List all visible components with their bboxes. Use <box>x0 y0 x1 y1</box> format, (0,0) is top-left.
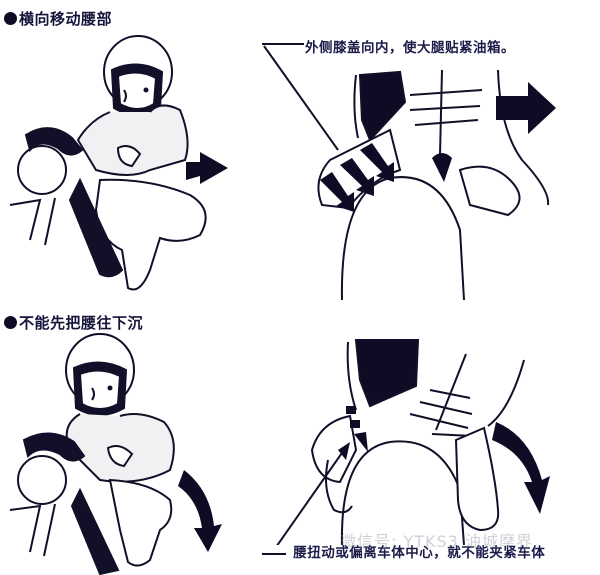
rider-figure-icon <box>9 35 228 291</box>
arrow-right-icon <box>186 152 228 184</box>
bottom-heading-text: 不能先把腰往下沉 <box>19 314 144 332</box>
bullet-icon <box>4 12 17 25</box>
arrow-down-icon <box>178 470 222 552</box>
top-heading-text: 横向移动腰部 <box>19 10 113 28</box>
bullet-icon <box>4 316 17 329</box>
bottom-callout-text: 腰扭动或偏离车体中心，就不能夹紧车体 <box>293 545 546 561</box>
knee-tank-illustration-top <box>260 30 600 300</box>
rider-figure-icon <box>9 333 222 575</box>
top-callout-text: 外侧膝盖向内，使大腿贴紧油箱。 <box>305 40 515 56</box>
top-heading: 横向移动腰部 <box>4 8 112 29</box>
knee-tank-figure-icon <box>276 339 550 545</box>
arrow-right-icon <box>496 82 556 134</box>
arrow-curve-down-icon <box>492 422 550 514</box>
press-arrows-icon <box>320 143 452 212</box>
knee-tank-illustration-bottom <box>260 330 600 545</box>
rider-illustration-bottom <box>0 330 240 575</box>
dashed-arrow-down-icon <box>338 406 368 460</box>
watermark: 微信号: YTKS3 油城摩界 <box>340 528 533 552</box>
watermark-text: 微信号: YTKS3 油城摩界 <box>340 532 533 551</box>
leader-line <box>262 552 286 555</box>
rider-illustration-top <box>0 30 240 300</box>
bottom-callout: 腰扭动或偏离车体中心，就不能夹紧车体 <box>262 541 545 561</box>
bottom-heading: 不能先把腰往下沉 <box>4 312 143 333</box>
top-callout: 外侧膝盖向内，使大腿贴紧油箱。 <box>305 36 515 56</box>
knee-tank-figure-icon <box>262 43 556 300</box>
